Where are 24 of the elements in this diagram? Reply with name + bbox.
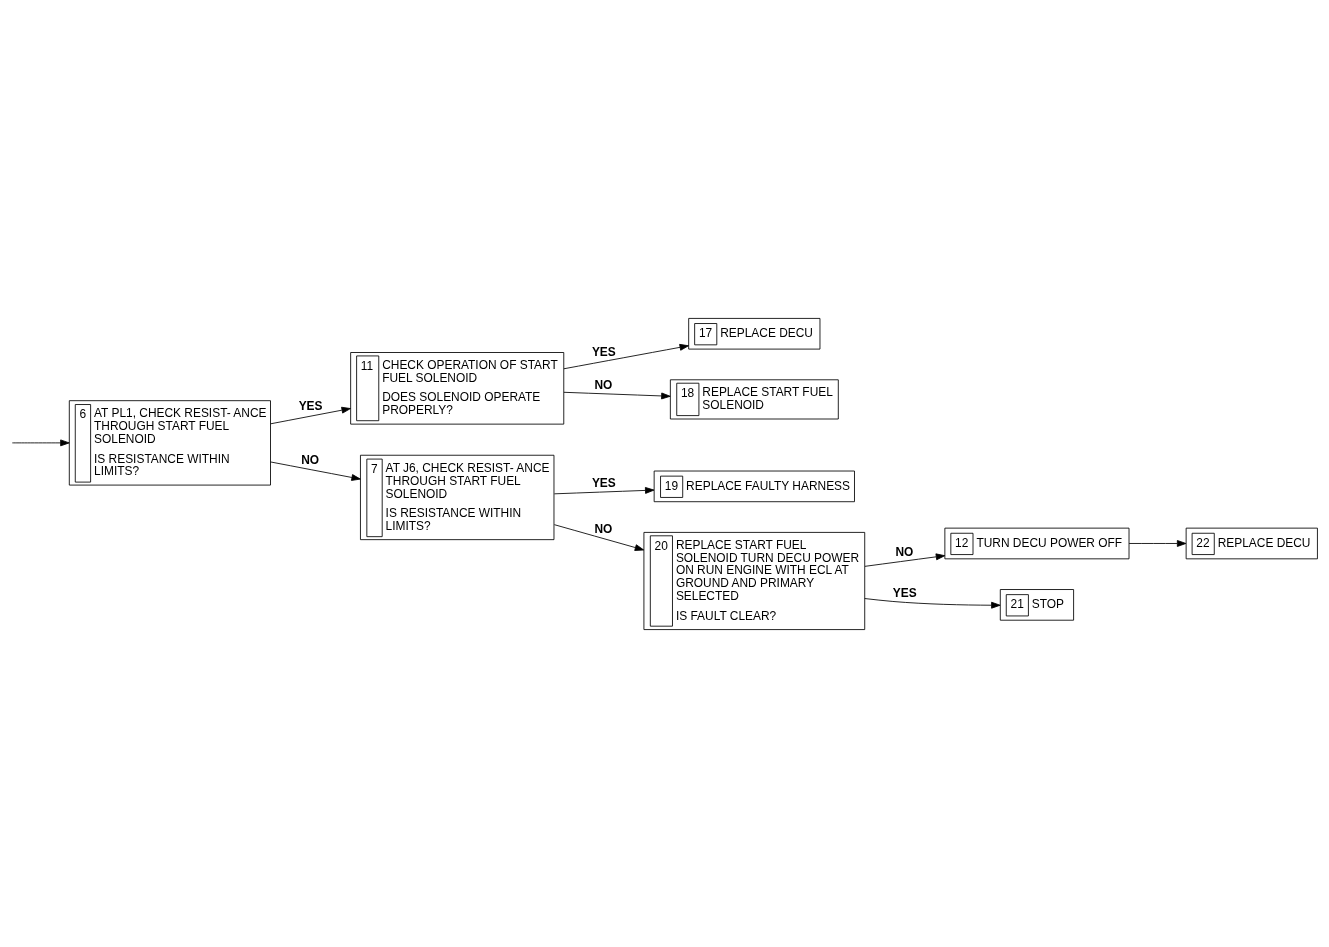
edge-label: YES (591, 344, 616, 359)
arrow (864, 552, 946, 567)
node-box: 22 REPLACE DECU (1185, 527, 1318, 559)
arrow (11, 438, 70, 446)
arrow (553, 523, 645, 551)
edge-label: YES (591, 475, 616, 490)
edge-label: NO (594, 377, 613, 392)
arrow (270, 406, 351, 424)
node-box: 21 STOP (999, 588, 1075, 621)
node-box: 11 CHECK OPERATION OF START FUEL SOLENOID DOES SOLENOID OPERATE PROPERLY? (350, 351, 565, 425)
edge-label: NO (594, 521, 613, 536)
node-box: 17 REPLACE DECU (688, 317, 821, 350)
node-box: 19 REPLACE FAULTY HARNESS (653, 470, 855, 502)
edge-label: NO (301, 452, 320, 467)
arrow (1128, 539, 1187, 547)
arrow (563, 343, 689, 369)
arrow (563, 391, 671, 399)
edge-label: YES (892, 585, 917, 600)
edge-label: NO (895, 544, 914, 559)
arrow (864, 597, 1001, 609)
arrow (553, 486, 655, 494)
edge-label: YES (298, 398, 323, 413)
arrow (270, 461, 361, 481)
node-box: 12 TURN DECU POWER OFF (944, 527, 1130, 559)
